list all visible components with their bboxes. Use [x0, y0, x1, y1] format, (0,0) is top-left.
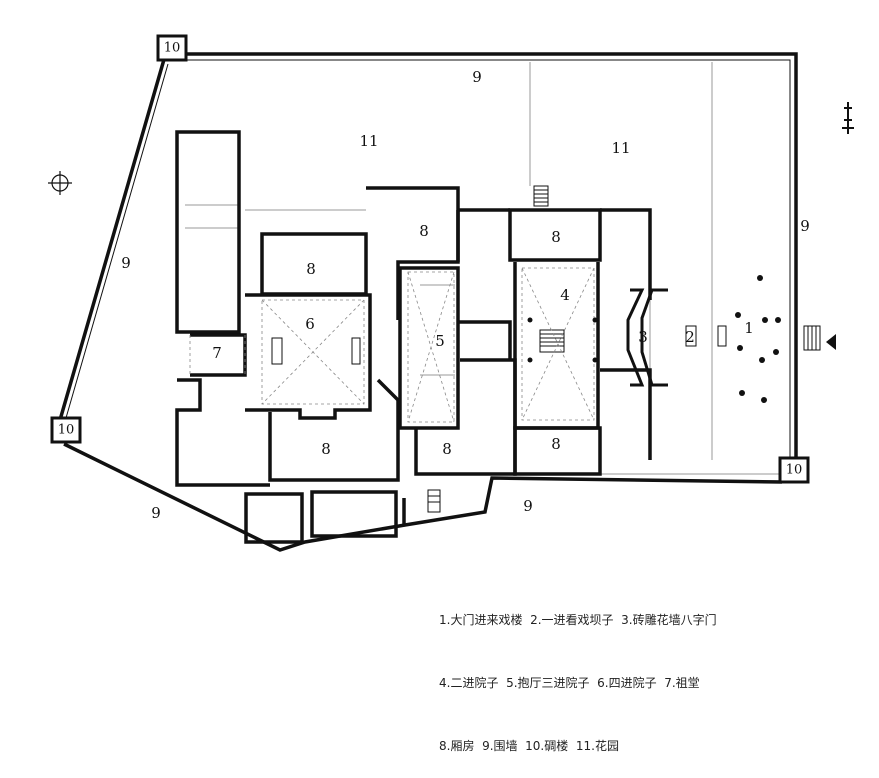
legend: 1.大门进来戏楼 2.一进看戏坝子 3.砖雕花墙八字门 4.二进院子 5.抱厅三… [439, 568, 717, 778]
label-ancestral-hall: 7 [212, 344, 222, 362]
label-wall: 9 [151, 504, 161, 522]
label-wall: 9 [121, 254, 131, 272]
label-wall: 9 [472, 68, 482, 86]
label-wing: 8 [306, 260, 316, 278]
label-garden: 11 [611, 139, 630, 157]
floor-plan: 1 2 3 4 5 6 7 8 8 8 8 8 8 9 9 9 9 9 11 1… [48, 34, 854, 552]
legend-line: 1.大门进来戏楼 2.一进看戏坝子 3.砖雕花墙八字门 [439, 613, 717, 627]
legend-line: 4.二进院子 5.抱厅三进院子 6.四进院子 7.祖堂 [439, 676, 700, 690]
label-wing: 8 [419, 222, 429, 240]
north-mark-icon [842, 102, 854, 134]
label-wing: 8 [442, 440, 452, 458]
label-tower: 10 [58, 423, 75, 438]
entrance-arrow-icon [826, 334, 836, 350]
label-wing: 8 [551, 435, 561, 453]
label-wing: 8 [551, 228, 561, 246]
compass-icon [48, 171, 72, 195]
label-tower: 10 [164, 41, 181, 56]
label-tower: 10 [786, 463, 803, 478]
label-brick-gate: 3 [638, 328, 648, 346]
label-wall: 9 [800, 217, 810, 235]
label-wall: 9 [523, 497, 533, 515]
label-second-yard: 4 [560, 286, 570, 304]
label-fourth-yard: 6 [305, 315, 315, 333]
legend-line: 8.厢房 9.围墙 10.碉楼 11.花园 [439, 739, 619, 753]
label-garden: 11 [359, 132, 378, 150]
label-hall-yard: 5 [435, 332, 445, 350]
label-first-yard: 2 [685, 328, 695, 346]
label-gate: 1 [744, 319, 754, 337]
label-wing: 8 [321, 440, 331, 458]
